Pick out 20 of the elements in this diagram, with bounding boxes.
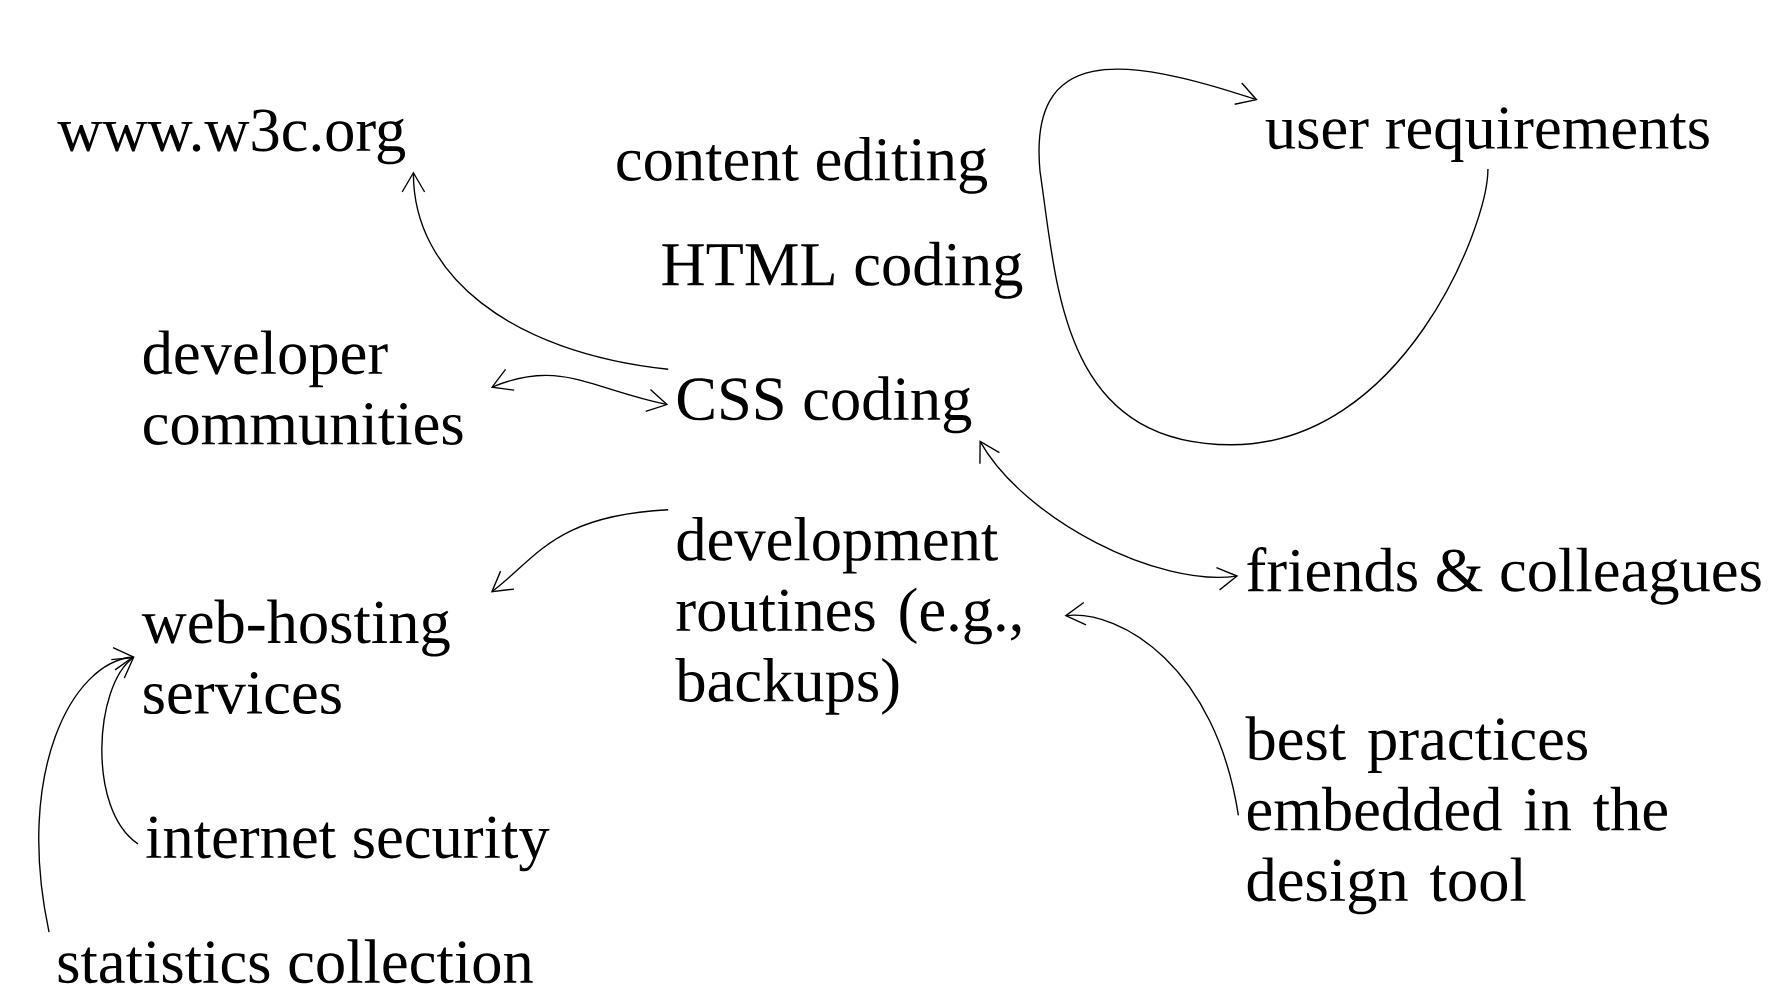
text-label: statistics collection [58, 939, 533, 984]
arrow [401, 171, 669, 371]
text-label: friends & colleagues [1247, 547, 1761, 605]
arrow [1064, 602, 1240, 817]
text-label: CSS coding [677, 376, 972, 434]
arrow [490, 509, 669, 593]
text-label: development routines (e.g., backups) [675, 517, 1021, 715]
arrow [490, 368, 669, 413]
text-label: web-hosting services [141, 599, 450, 715]
arrow [1038, 68, 1489, 446]
text-label: user requirements [1265, 107, 1709, 163]
text-label: www.w3c.org [57, 109, 406, 165]
text-label: best practices embedded in the design tool [1245, 716, 1667, 915]
text-label: developer communities [143, 330, 463, 446]
arrow [979, 440, 1239, 591]
arrow [101, 657, 139, 845]
text-label: content editing [617, 137, 988, 194]
text-label: HTML coding [662, 242, 1023, 299]
text-label: internet security [146, 816, 550, 872]
arrow [38, 647, 135, 934]
